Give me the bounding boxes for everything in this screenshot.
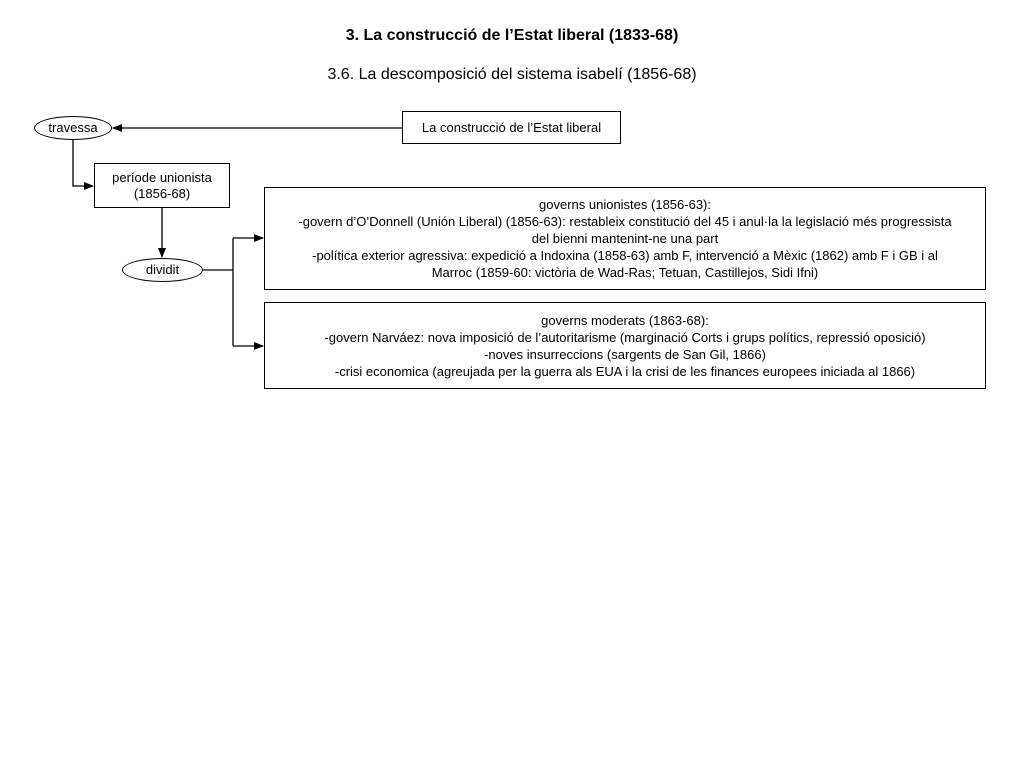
box-unionistes-line: -política exterior agressiva: expedició … bbox=[312, 248, 938, 263]
box-moderats-line: -govern Narváez: nova imposició de l’aut… bbox=[324, 329, 926, 345]
box-governs-moderats: governs moderats (1863-68): -govern Narv… bbox=[264, 302, 986, 389]
box-unionistes-line: governs unionistes (1856-63): bbox=[539, 197, 711, 212]
node-construccio-label: La construcció de l’Estat liberal bbox=[421, 119, 602, 135]
node-travessa: travessa bbox=[34, 116, 112, 140]
node-dividit: dividit bbox=[122, 258, 203, 282]
node-periode-unionista: període unionista (1856-68) bbox=[94, 163, 230, 208]
box-unionistes-line: del bienni mantenint-ne una part bbox=[531, 231, 719, 246]
arrow-travessa-to-periode bbox=[72, 140, 94, 190]
node-dividit-label: dividit bbox=[145, 262, 180, 277]
box-governs-unionistes: governs unionistes (1856-63): -govern d’… bbox=[264, 187, 986, 290]
box-moderats-line: governs moderats (1863-68): bbox=[541, 312, 709, 328]
box-moderats-line: -crisi economica (agreujada per la guerr… bbox=[334, 363, 916, 379]
node-periode-line2: (1856-68) bbox=[133, 185, 191, 201]
slide-title: 3. La construcció de l’Estat liberal (18… bbox=[345, 27, 679, 44]
box-unionistes-line: -govern d’O’Donnell (Unión Liberal) (185… bbox=[298, 214, 952, 229]
box-moderats-line: -noves insurreccions (sargents de San Gi… bbox=[484, 346, 766, 362]
node-construccio-estat-liberal: La construcció de l’Estat liberal bbox=[402, 111, 621, 144]
slide-subtitle: 3.6. La descomposició del sistema isabel… bbox=[327, 66, 697, 83]
node-periode-line1: període unionista bbox=[112, 169, 212, 185]
box-unionistes-line: Marroc (1859-60: victòria de Wad-Ras; Te… bbox=[431, 265, 819, 280]
node-travessa-label: travessa bbox=[48, 120, 98, 135]
